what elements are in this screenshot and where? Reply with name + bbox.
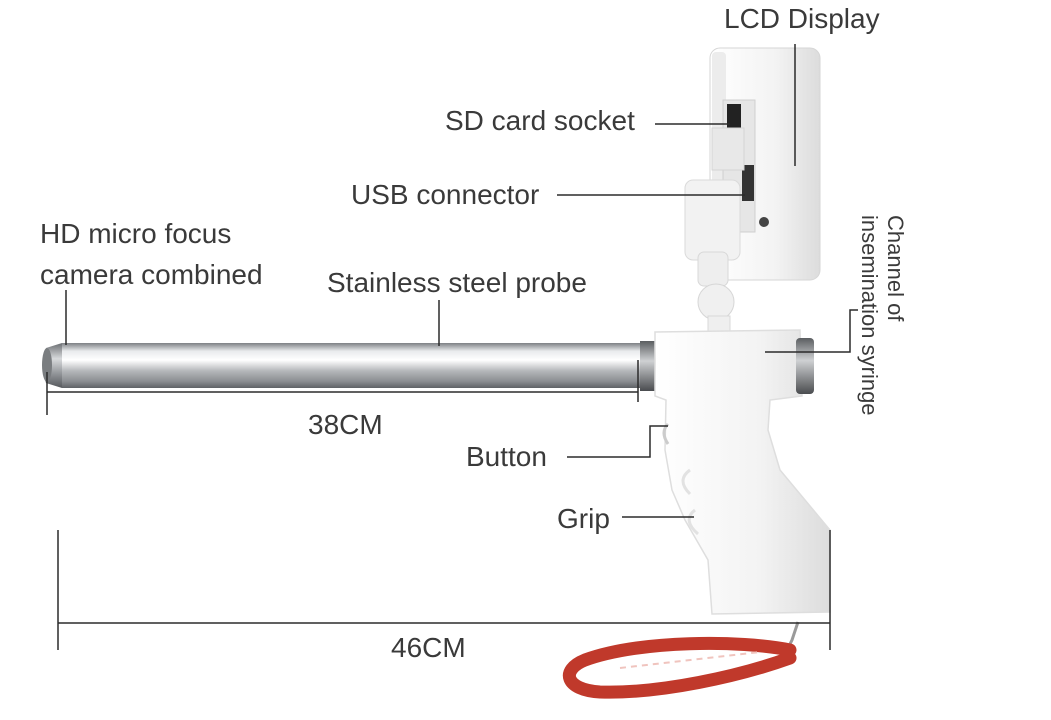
total-length-label: 46CM <box>391 632 466 663</box>
probe-length-label: 38CM <box>308 409 383 440</box>
leader-lines <box>46 44 858 650</box>
usb-connector-label: USB connector <box>351 179 540 210</box>
channel-label: Channel of insemination syringe <box>856 215 908 416</box>
channel-label-line1: Channel of <box>883 215 908 322</box>
camera-label-line2: camera combined <box>40 259 263 290</box>
channel-leader <box>765 309 858 353</box>
stainless-steel-probe <box>42 341 658 391</box>
button-leader <box>567 425 668 458</box>
grip-label: Grip <box>557 503 610 534</box>
camera-label-line1: HD micro focus <box>40 218 232 249</box>
display-mount-arm <box>684 179 741 337</box>
sd-card-socket-label: SD card socket <box>445 105 635 136</box>
wrist-strap <box>562 621 800 699</box>
channel-label-line2: insemination syringe <box>857 215 882 416</box>
pistol-grip-body <box>654 329 831 615</box>
lcd-display-label: LCD Display <box>724 3 880 34</box>
probe-label: Stainless steel probe <box>327 267 587 298</box>
button-label: Button <box>466 441 547 472</box>
